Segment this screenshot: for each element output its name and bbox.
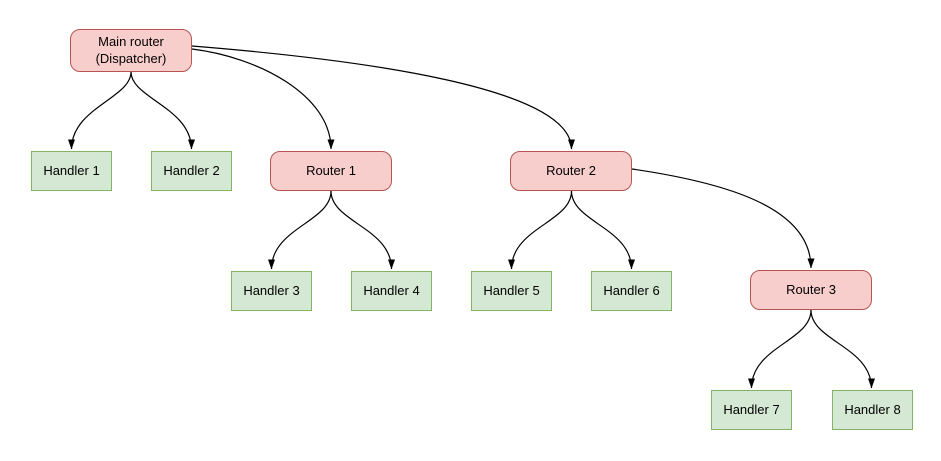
node-handler-1: Handler 1 xyxy=(31,151,112,191)
node-handler-6: Handler 6 xyxy=(591,271,672,311)
edge-router2-to-handler6 xyxy=(570,190,635,270)
node-handler-3-label: Handler 3 xyxy=(243,282,300,298)
node-handler-4: Handler 4 xyxy=(351,271,432,311)
node-handler-7: Handler 7 xyxy=(711,390,792,430)
node-router-3-label: Router 3 xyxy=(786,281,836,297)
node-handler-3: Handler 3 xyxy=(231,271,312,311)
edge-router3-to-handler7 xyxy=(748,309,812,389)
node-handler-6-label: Handler 6 xyxy=(603,282,660,298)
node-handler-2: Handler 2 xyxy=(151,151,232,191)
edge-main-to-router2 xyxy=(191,45,575,150)
node-router-2: Router 2 xyxy=(510,151,632,191)
node-handler-2-label: Handler 2 xyxy=(163,162,220,178)
node-handler-7-label: Handler 7 xyxy=(723,401,780,417)
node-main-router: Main router (Dispatcher) xyxy=(70,29,192,72)
edge-router1-to-handler3 xyxy=(268,190,332,270)
node-main-router-label: Main router (Dispatcher) xyxy=(95,34,167,66)
node-router-2-label: Router 2 xyxy=(546,162,596,178)
node-router-1: Router 1 xyxy=(270,151,392,191)
edge-router1-to-handler4 xyxy=(330,190,395,270)
node-handler-8: Handler 8 xyxy=(832,390,913,430)
node-router-1-label: Router 1 xyxy=(306,162,356,178)
node-handler-4-label: Handler 4 xyxy=(363,282,420,298)
node-handler-8-label: Handler 8 xyxy=(844,401,901,417)
edge-router3-to-handler8 xyxy=(810,309,875,389)
edge-router2-to-handler5 xyxy=(508,190,573,270)
edge-router2-to-router3 xyxy=(631,168,815,269)
node-router-3: Router 3 xyxy=(750,270,872,310)
node-handler-1-label: Handler 1 xyxy=(43,162,100,178)
edge-main-to-handler1 xyxy=(68,71,132,150)
edge-main-to-handler2 xyxy=(130,71,195,150)
edge-main-to-router1 xyxy=(191,48,335,150)
node-handler-5: Handler 5 xyxy=(471,271,552,311)
node-handler-5-label: Handler 5 xyxy=(483,282,540,298)
